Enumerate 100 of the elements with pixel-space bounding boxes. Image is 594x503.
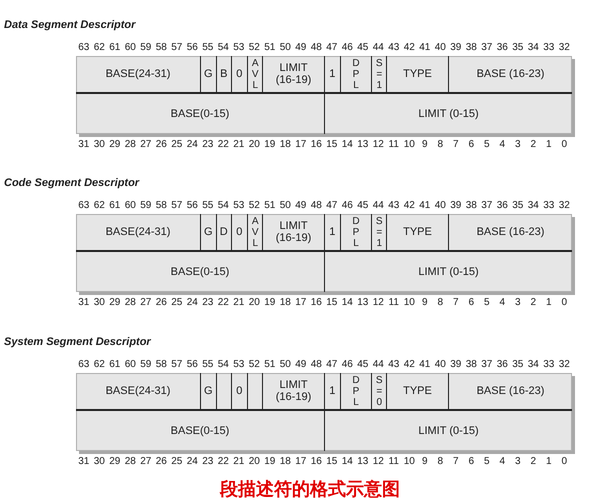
bit-field-cell: B xyxy=(216,56,231,94)
bit-number: 28 xyxy=(124,456,137,467)
bit-number: 34 xyxy=(526,42,540,53)
bit-number: 46 xyxy=(340,200,354,211)
bit-number: 61 xyxy=(108,200,122,211)
bit-field-cell: 1 xyxy=(324,56,340,94)
bit-number: 8 xyxy=(436,139,444,150)
bit-field-cell: S=1 xyxy=(370,214,386,252)
bit-number: 34 xyxy=(526,359,540,370)
bit-field-cell: 0 xyxy=(231,56,246,94)
bit-number: 33 xyxy=(542,359,556,370)
bit-number: 18 xyxy=(278,139,292,150)
bit-number: 35 xyxy=(511,359,524,370)
bit-field-cell: AVL xyxy=(246,214,262,252)
bit-number: 30 xyxy=(92,297,106,308)
bit-number: 20 xyxy=(248,456,261,467)
bit-number: 14 xyxy=(340,139,354,150)
bit-number: 59 xyxy=(139,200,152,211)
bit-number: 9 xyxy=(420,297,429,308)
bit-number: 54 xyxy=(216,200,230,211)
bit-number: 54 xyxy=(216,359,230,370)
bit-number: 29 xyxy=(108,139,122,150)
bit-number: 4 xyxy=(498,297,506,308)
bit-number: 1 xyxy=(544,456,553,467)
bit-number: 53 xyxy=(232,200,246,211)
bit-number: 41 xyxy=(418,42,432,53)
bit-field-cell: DPL xyxy=(340,56,370,94)
bit-field-cell: LIMIT (16-19) xyxy=(262,56,324,94)
bit-number: 61 xyxy=(108,42,122,53)
bit-number: 12 xyxy=(372,456,385,467)
bit-number: 63 xyxy=(77,200,90,211)
bit-number: 51 xyxy=(263,42,276,53)
bit-number: 24 xyxy=(186,139,199,150)
bit-number: 8 xyxy=(436,456,444,467)
bit-number: 11 xyxy=(388,456,400,467)
bit-number: 62 xyxy=(92,200,106,211)
bit-field-cell: S=1 xyxy=(370,56,386,94)
bit-number: 25 xyxy=(170,297,184,308)
bit-field-cell: BASE (16-23) xyxy=(448,56,572,94)
bit-field-cell: 0 xyxy=(231,373,246,411)
bit-number: 61 xyxy=(108,359,122,370)
bit-number: 50 xyxy=(278,359,292,370)
bit-number: 7 xyxy=(452,456,460,467)
bit-field-cell: BASE (16-23) xyxy=(448,373,572,411)
bit-number: 35 xyxy=(511,200,524,211)
bit-number: 38 xyxy=(464,200,478,211)
bit-number: 32 xyxy=(558,200,571,211)
bit-number: 28 xyxy=(124,139,137,150)
bit-field-cell: BASE(0-15) xyxy=(76,94,324,134)
figure-caption: 段描述符的格式示意图 xyxy=(220,478,400,501)
bit-number: 25 xyxy=(170,456,184,467)
bit-number: 18 xyxy=(278,297,292,308)
bit-number: 52 xyxy=(248,42,261,53)
bit-number: 11 xyxy=(388,139,400,150)
bit-number: 62 xyxy=(92,359,106,370)
bit-field-cell: LIMIT (16-19) xyxy=(262,214,324,252)
bit-number: 26 xyxy=(154,456,168,467)
bit-number: 5 xyxy=(482,139,491,150)
bit-number: 30 xyxy=(92,456,106,467)
bit-number: 60 xyxy=(124,200,137,211)
bit-number: 58 xyxy=(154,359,168,370)
bit-number: 11 xyxy=(388,297,400,308)
bit-number: 1 xyxy=(544,297,553,308)
bit-field-cell: 1 xyxy=(324,214,340,252)
bit-number: 2 xyxy=(529,297,538,308)
bit-number: 48 xyxy=(310,42,323,53)
bit-number: 4 xyxy=(498,139,506,150)
bit-number: 17 xyxy=(294,297,308,308)
bit-number: 59 xyxy=(139,42,152,53)
bit-number: 55 xyxy=(201,359,214,370)
bit-number: 4 xyxy=(498,456,506,467)
bit-number: 14 xyxy=(340,456,354,467)
bit-number: 60 xyxy=(124,42,137,53)
bit-number: 17 xyxy=(294,456,308,467)
bit-field-cell: DPL xyxy=(340,373,370,411)
bit-number: 26 xyxy=(154,297,168,308)
bit-number: 0 xyxy=(560,297,568,308)
bit-number: 39 xyxy=(449,200,462,211)
bit-number: 29 xyxy=(108,297,122,308)
bit-number: 13 xyxy=(356,456,370,467)
bit-number: 21 xyxy=(232,297,246,308)
bit-number: 17 xyxy=(294,139,308,150)
bit-number: 43 xyxy=(387,42,400,53)
bit-number: 30 xyxy=(92,139,106,150)
bit-number: 14 xyxy=(340,297,354,308)
bit-number: 34 xyxy=(526,200,540,211)
bit-number: 56 xyxy=(186,359,199,370)
bit-number: 38 xyxy=(464,359,478,370)
bit-number: 37 xyxy=(480,42,494,53)
bit-number: 37 xyxy=(480,200,494,211)
bit-number: 24 xyxy=(186,297,199,308)
bit-number: 57 xyxy=(170,42,184,53)
bit-field-cell: BASE(24-31) xyxy=(76,373,200,411)
bit-number: 10 xyxy=(402,139,416,150)
bit-field-cell: LIMIT (0-15) xyxy=(324,94,572,134)
bit-number: 53 xyxy=(232,359,246,370)
bit-field-cell: BASE (16-23) xyxy=(448,214,572,252)
bit-number: 43 xyxy=(387,359,400,370)
bit-number: 23 xyxy=(201,297,214,308)
bit-field-cell: LIMIT (0-15) xyxy=(324,411,572,451)
